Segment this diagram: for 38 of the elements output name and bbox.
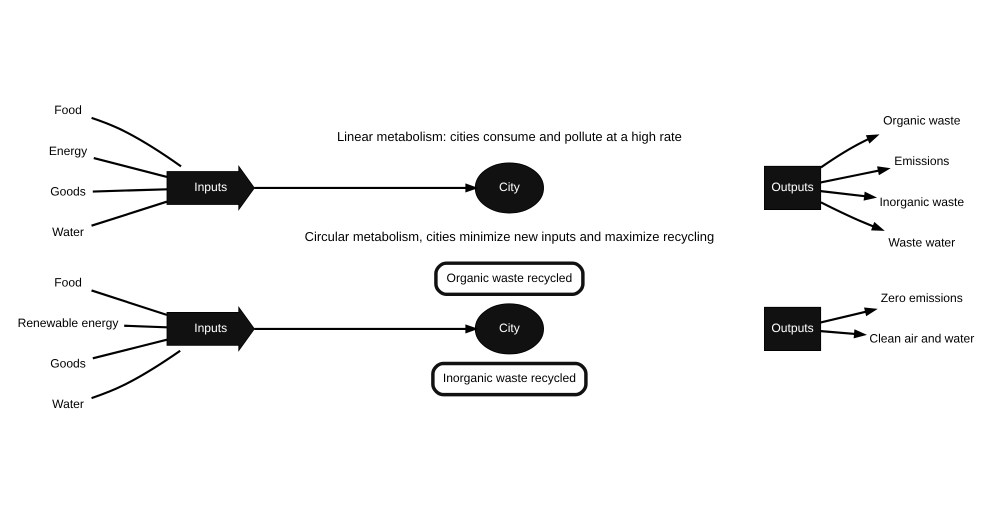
- node-text: Food: [54, 275, 82, 290]
- node-ellipse: City: [474, 303, 544, 354]
- connector: [91, 116, 182, 168]
- node-box: Outputs: [764, 306, 822, 351]
- connector: [124, 324, 167, 328]
- arrow: [820, 329, 867, 338]
- connector: [91, 200, 168, 227]
- node-box: Inorganic waste recycled: [431, 362, 588, 396]
- connector: [91, 289, 168, 316]
- node-text: Water: [52, 225, 84, 240]
- node-box: Organic waste recycled: [434, 261, 585, 296]
- node-text: Renewable energy: [18, 316, 118, 330]
- connector: [92, 188, 167, 193]
- connector: [94, 157, 168, 178]
- node-box: Outputs: [764, 166, 822, 210]
- node-text: Clean air and water: [869, 331, 974, 346]
- node-text: Energy: [48, 144, 88, 158]
- arrow: [820, 201, 885, 231]
- arrow: [820, 166, 891, 184]
- node-text: Waste water: [888, 236, 956, 250]
- node-text: Organic waste: [883, 114, 960, 128]
- arrow: [820, 307, 878, 324]
- node-text: Emissions: [894, 154, 950, 168]
- connector: [92, 338, 168, 360]
- connector: [91, 350, 181, 400]
- arrow: [254, 324, 478, 334]
- node-ellipse: City: [474, 162, 544, 214]
- arrow: [254, 183, 478, 193]
- node-text: Zero emissions: [880, 290, 963, 305]
- node-text: Food: [54, 103, 82, 118]
- label: Linear metabolism: cities consume and pollute at a high rate: [336, 128, 682, 144]
- arrow: [820, 134, 880, 168]
- node-text: Inorganic waste: [879, 194, 964, 209]
- arrow: [820, 190, 878, 201]
- label: Circular metabolism, cities minimize new inputs and maximize recycling: [304, 229, 714, 244]
- node-text: Goods: [50, 184, 86, 198]
- node-text: Water: [52, 397, 84, 412]
- node-text: Goods: [50, 356, 86, 371]
